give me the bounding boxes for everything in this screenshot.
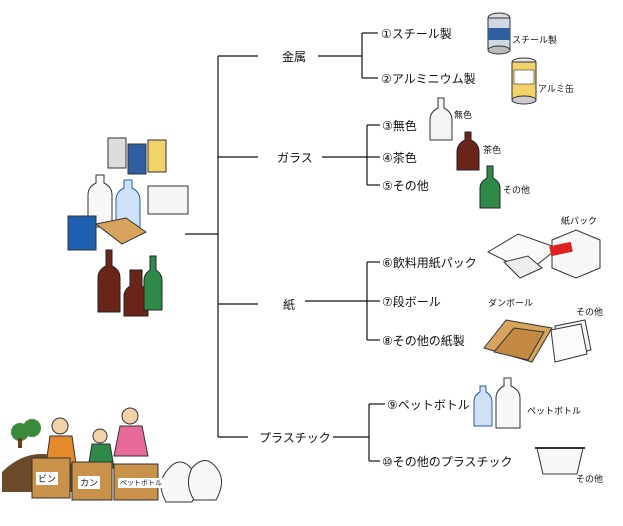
caption-pet: ペットボトル <box>527 407 582 417</box>
children-sorting-icon <box>2 407 222 503</box>
item-other-plastic: ⑩その他のプラスチック <box>382 455 513 469</box>
box-label-bin: ビン <box>36 472 59 485</box>
drink-carton-icon <box>486 229 601 279</box>
caption-carton: 紙パック <box>561 217 598 227</box>
caption-aluminum: アルミ缶 <box>538 85 574 95</box>
caption-other-plastic: その他 <box>576 475 604 485</box>
category-glass: ガラス <box>277 151 313 165</box>
box-label-can: カン <box>78 476 101 489</box>
caption-brown: 茶色 <box>483 146 502 156</box>
box-label-pet: ペットボトル <box>118 478 164 488</box>
item-other-glass: ⑤その他 <box>382 179 429 193</box>
recyclables-pile-icon <box>67 137 189 317</box>
category-metal: 金属 <box>282 50 307 64</box>
item-pet-bottle: ⑨ペットボトル <box>387 398 470 412</box>
caption-steel: スチール製 <box>512 36 558 46</box>
steel-can-icon <box>487 12 511 55</box>
item-brown-glass: ④茶色 <box>382 151 417 165</box>
other-paper-icon <box>550 319 592 363</box>
aluminum-can-icon <box>511 57 537 105</box>
cardboard-icon <box>483 319 553 363</box>
category-paper: 紙 <box>283 298 296 312</box>
caption-other-glass: その他 <box>503 186 531 196</box>
item-drink-carton: ⑥飲料用紙パック <box>382 256 477 270</box>
caption-other-paper: その他 <box>576 308 604 318</box>
item-clear-glass: ③無色 <box>382 119 417 133</box>
caption-cardboard: ダンボール <box>488 299 534 309</box>
item-other-paper: ⑧その他の紙製 <box>382 334 465 348</box>
category-plastic: プラスチック <box>259 431 331 445</box>
item-aluminum: ②アルミニウム製 <box>381 72 476 86</box>
green-bottle-icon <box>479 165 501 209</box>
pet-bottle-icon <box>473 377 521 429</box>
clear-bottle-icon <box>429 97 453 141</box>
plastic-container-icon <box>535 447 585 475</box>
item-cardboard: ⑦段ボール <box>382 295 441 309</box>
item-steel: ①スチール製 <box>381 27 452 41</box>
caption-clear: 無色 <box>454 111 473 121</box>
brown-bottle-icon <box>456 131 480 171</box>
